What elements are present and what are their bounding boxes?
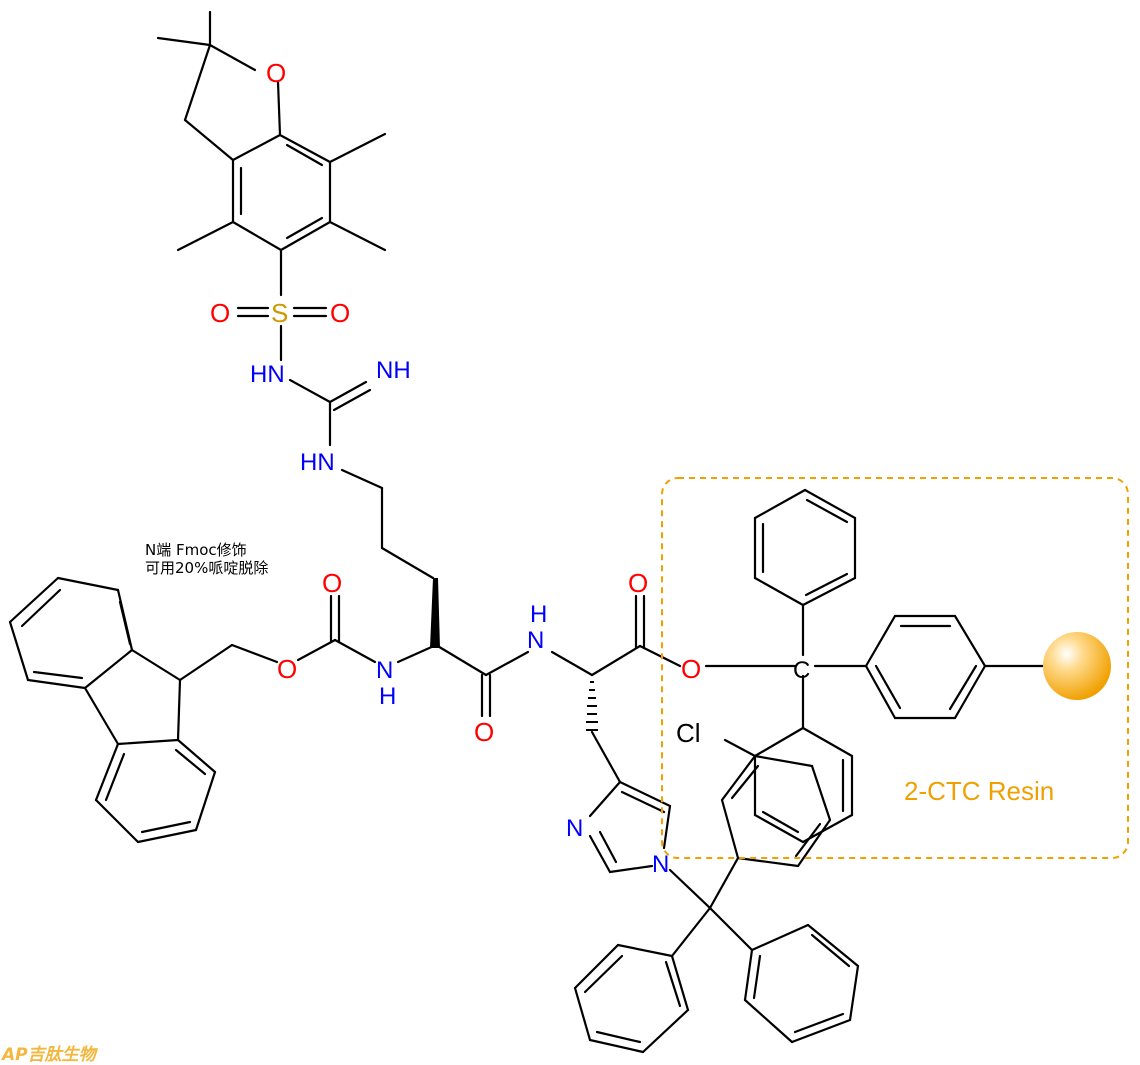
fmoc-annotation-line2: 可用20%哌啶脱除 — [145, 559, 269, 577]
atom-c-trityl-center: C — [793, 657, 810, 684]
atom-o-sulfonyl-left: O — [210, 298, 230, 328]
arg-wedge-bond — [430, 578, 440, 648]
atom-o-furan: O — [266, 58, 286, 88]
atom-o-his-carbonyl: O — [628, 568, 648, 598]
guanidine-bonds — [288, 378, 384, 490]
ctc-core — [723, 488, 1047, 844]
atom-h-his-amide: H — [530, 601, 547, 628]
atom-n-imidazole-1: N — [652, 851, 669, 878]
atom-o-sulfonyl-right: O — [330, 298, 350, 328]
resin-label: 2-CTC Resin — [904, 776, 1055, 806]
atom-n-arg-amine: N — [376, 657, 393, 684]
imidazole-ring — [588, 730, 712, 910]
atom-sulfur: S — [271, 298, 288, 328]
atom-o-ester: O — [681, 654, 701, 684]
sulfonyl — [236, 306, 328, 362]
atom-hn-guanidine: HN — [300, 449, 335, 476]
atom-chlorine: Cl — [676, 718, 701, 748]
atom-n-his-amide: N — [527, 627, 544, 654]
resin-bead — [1043, 632, 1111, 700]
peptide-backbone — [396, 594, 797, 718]
atom-o-carbamate-ester: O — [277, 654, 297, 684]
atom-nh-imine: NH — [376, 357, 411, 384]
fmoc-annotation-line1: N端 Fmoc修饰 — [145, 541, 247, 559]
atom-hn-sulfonamide: HN — [250, 361, 285, 388]
trityl-group — [573, 754, 860, 1054]
atom-h-arg-amine: H — [379, 683, 396, 710]
atom-o-carbamate-carbonyl: O — [322, 568, 342, 598]
atom-o-arg-carbonyl: O — [474, 717, 494, 747]
his-hash-bond — [586, 681, 598, 731]
pbf-group — [156, 10, 387, 297]
arg-side-chain — [380, 486, 435, 580]
resin-box — [661, 477, 1129, 859]
watermark-logo: AP吉肽生物 — [2, 1045, 96, 1065]
fmoc-group — [8, 576, 377, 844]
fmoc-annotation: N端 Fmoc修饰 可用20%哌啶脱除 — [145, 541, 268, 577]
atom-n-imidazole-3: N — [566, 815, 583, 842]
